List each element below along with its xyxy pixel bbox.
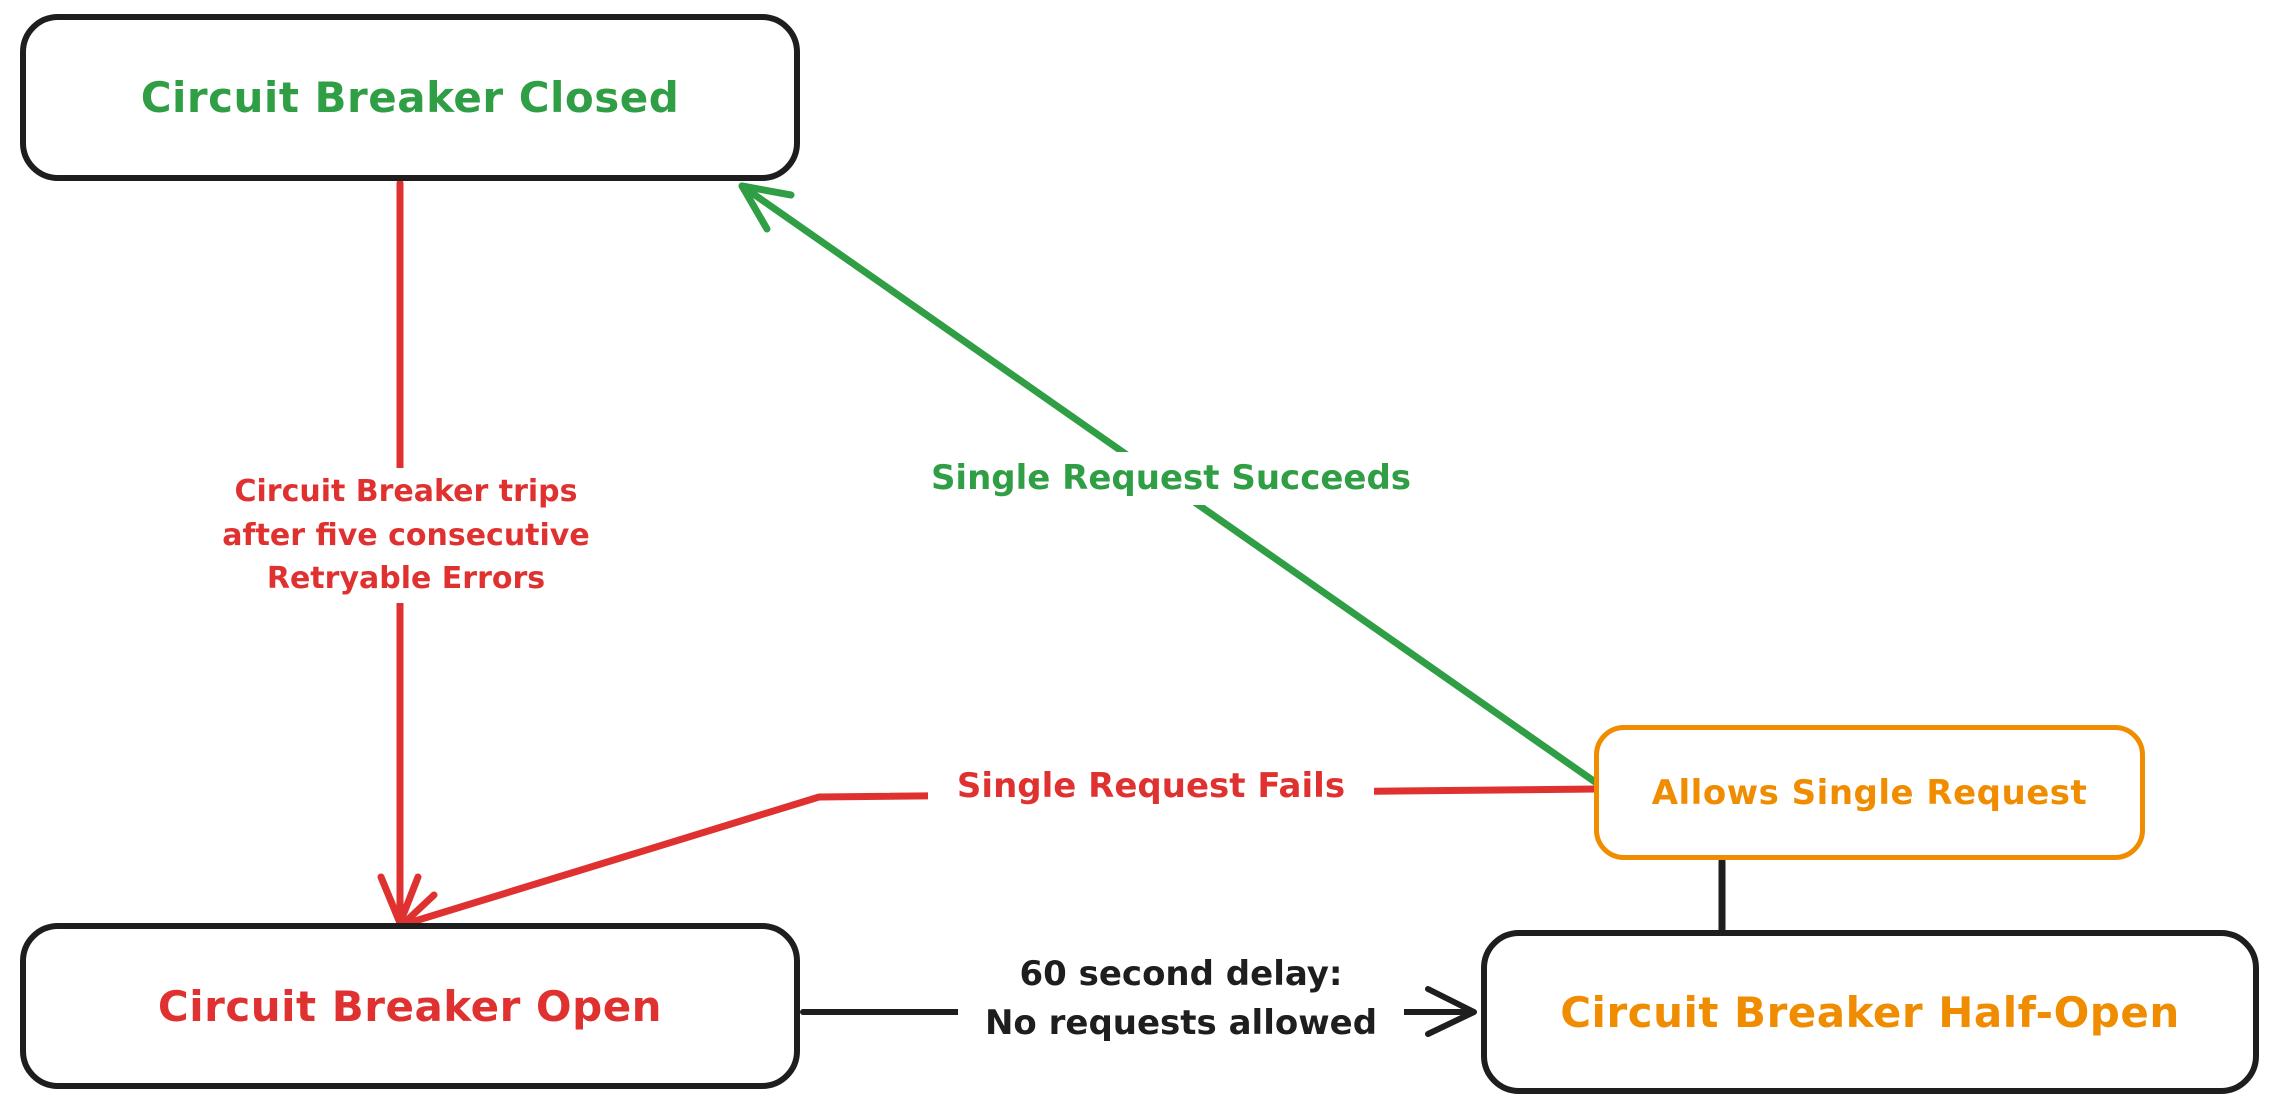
state-circuit-breaker-open: Circuit Breaker Open — [20, 923, 800, 1089]
state-circuit-breaker-closed: Circuit Breaker Closed — [20, 14, 800, 181]
state-circuit-breaker-half-open: Circuit Breaker Half-Open — [1481, 930, 2259, 1094]
delay-edge-label: 60 second delay: No requests allowed — [958, 948, 1404, 1051]
trip-arrowhead — [377, 873, 422, 927]
trip-edge-label-line2: after five consecutive — [222, 517, 590, 553]
state-circuit-breaker-closed-label: Circuit Breaker Closed — [140, 73, 680, 122]
state-allows-single-request: Allows Single Request — [1594, 725, 2145, 860]
trip-edge-label: Circuit Breaker trips after five consecu… — [172, 468, 640, 603]
delay-edge-label-line1: 60 second delay: — [1019, 954, 1343, 994]
trip-edge-label-line1: Circuit Breaker trips — [234, 474, 578, 509]
state-circuit-breaker-open-label: Circuit Breaker Open — [157, 981, 663, 1031]
succeeds-arrowhead — [738, 182, 795, 233]
delay-arrowhead — [1425, 986, 1477, 1037]
succeeds-edge-label: Single Request Succeeds — [898, 452, 1444, 506]
state-allows-single-request-label: Allows Single Request — [1651, 772, 2088, 813]
delay-edge-label-line2: No requests allowed — [984, 1003, 1378, 1044]
fails-edge-label: Single Request Fails — [928, 760, 1374, 814]
trip-edge-label-line3: Retryable Errors — [266, 561, 546, 596]
state-circuit-breaker-half-open-label: Circuit Breaker Half-Open — [1560, 987, 2180, 1037]
